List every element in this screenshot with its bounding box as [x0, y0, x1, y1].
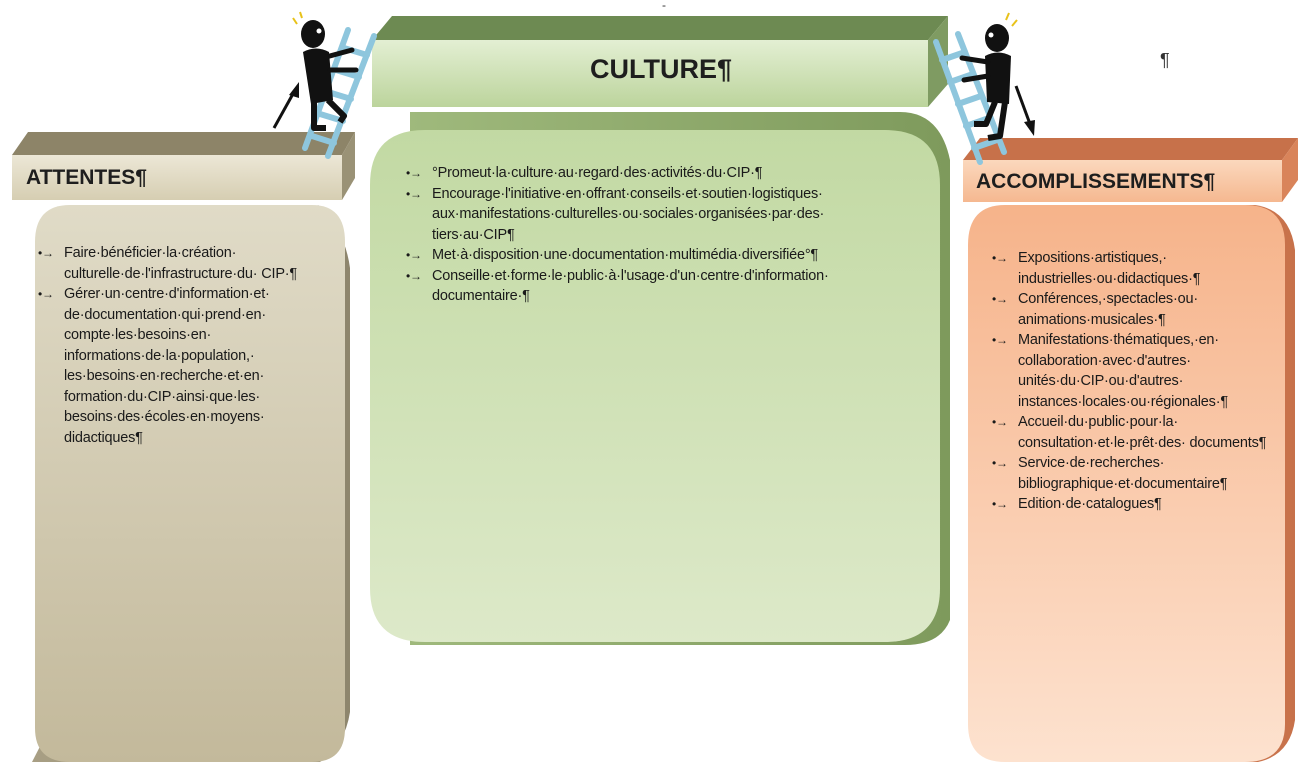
list-item: •→ Encourage·l'initiative·en·offrant·cons…	[406, 184, 906, 246]
stray-pilcrow: ¶	[1160, 50, 1170, 70]
list-item-text: °Promeut·la·culture·au·regard·des·activi…	[432, 165, 763, 181]
culture-panel-shape	[370, 112, 950, 645]
list-item: •→ Accueil·du·public·pour·la· consultatio…	[992, 412, 1277, 453]
list-item-text: Accueil·du·public·pour·la· consultation·…	[1018, 414, 1267, 451]
list-item-text: Service·de·recherches· bibliographique·e…	[1018, 455, 1228, 492]
stray-tick: -	[662, 0, 666, 12]
list-item-text: Gérer·un·centre·d'information·et· de·doc…	[64, 286, 270, 446]
accomplissements-list: •→ Expositions·artistiques,· industrielle…	[992, 248, 1277, 515]
list-item-text: Manifestations·thématiques,·en· collabor…	[1018, 332, 1228, 410]
list-item-text: Conférences,·spectacles·ou· animations·m…	[1018, 291, 1198, 328]
bullet-marker: •→	[38, 246, 54, 260]
attentes-title: ATTENTES¶	[26, 166, 147, 189]
arrow-down-right-icon	[1014, 85, 1035, 136]
attentes-list-box: •→ Faire·bénéficier·la·création· culturel…	[38, 243, 313, 448]
list-item-text: Encourage·l'initiative·en·offrant·consei…	[432, 185, 825, 243]
list-item-text: Edition·de·catalogues¶	[1018, 496, 1162, 512]
list-item: •→ Service·de·recherches· bibliographique…	[992, 453, 1277, 494]
bullet-marker: •→	[406, 268, 422, 283]
list-item: •→ Gérer·un·centre·d'information·et· de·d…	[38, 284, 313, 448]
accomplissements-title: ACCOMPLISSEMENTS¶	[976, 170, 1216, 193]
list-item: •→ Edition·de·catalogues¶	[992, 494, 1277, 515]
bullet-marker: •→	[406, 248, 422, 262]
bullet-marker: •→	[406, 166, 422, 180]
bullet-marker: •→	[992, 251, 1008, 265]
list-item-text: Met·à·disposition·une·documentation·mult…	[432, 247, 819, 263]
list-item: •→ Faire·bénéficier·la·création· culturel…	[38, 243, 313, 284]
list-item: •→ Conférences,·spectacles·ou· animations…	[992, 289, 1277, 330]
list-item-text: Conseille·et·forme·le·public·à·l'usage·d…	[432, 267, 829, 305]
bullet-marker: •→	[992, 456, 1008, 470]
attentes-panel-shape	[32, 205, 350, 762]
culture-list-box: •→ °Promeut·la·culture·au·regard·des·acti…	[406, 163, 906, 307]
list-item: •→ Expositions·artistiques,· industrielle…	[992, 248, 1277, 289]
list-item: •→ °Promeut·la·culture·au·regard·des·acti…	[406, 163, 906, 184]
bullet-marker: •→	[992, 497, 1008, 511]
accomplissements-list-box: •→ Expositions·artistiques,· industrielle…	[992, 248, 1277, 515]
bullet-marker: •→	[38, 287, 54, 301]
attentes-list: •→ Faire·bénéficier·la·création· culturel…	[38, 243, 313, 448]
accomplissements-banner-shape	[963, 138, 1298, 202]
accomplissements-panel-shape	[968, 205, 1295, 762]
bullet-marker: •→	[992, 333, 1008, 347]
stick-figure-icon	[959, 12, 1018, 141]
attentes-banner-shape	[12, 132, 355, 200]
culture-list: •→ °Promeut·la·culture·au·regard·des·acti…	[406, 163, 906, 307]
list-item-text: Expositions·artistiques,· industrielles·…	[1018, 250, 1201, 287]
list-item-text: Faire·bénéficier·la·création· culturelle…	[64, 245, 298, 282]
arrow-up-right-icon	[272, 82, 299, 129]
list-item: •→ Met·à·disposition·une·documentation·mu…	[406, 245, 906, 266]
stick-figure-icon	[292, 11, 359, 131]
list-item: •→ Manifestations·thématiques,·en· collab…	[992, 330, 1277, 412]
culture-banner-shape	[372, 16, 948, 107]
list-item: •→ Conseille·et·forme·le·public·à·l'usage…	[406, 266, 906, 307]
culture-title: CULTURE¶	[590, 54, 733, 84]
bullet-marker: •→	[406, 186, 422, 201]
bullet-marker: •→	[992, 415, 1008, 429]
bullet-marker: •→	[992, 292, 1008, 306]
